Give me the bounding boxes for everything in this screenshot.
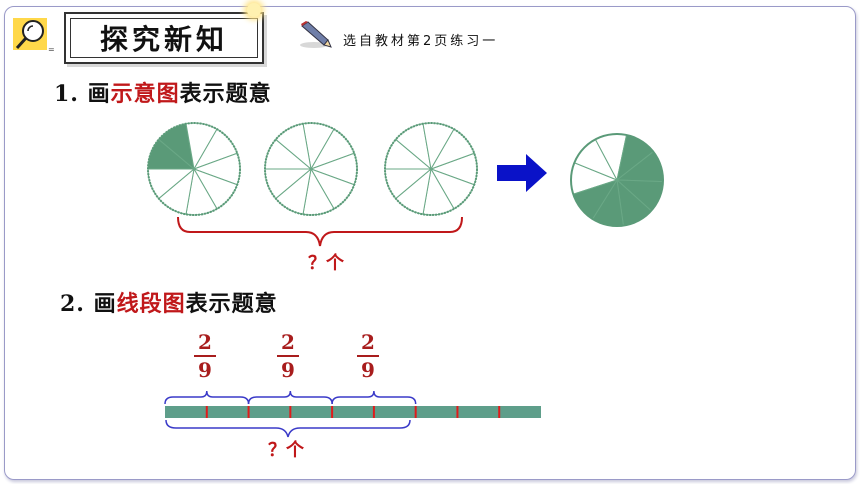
right-arrow-icon <box>497 154 547 192</box>
fraction-label: 2 9 <box>192 330 218 382</box>
pie-diagram <box>147 122 241 216</box>
section-title-box: 探究新知 <box>64 12 264 64</box>
heading-rest: 表示题意 <box>185 291 278 317</box>
circles-brace <box>177 216 463 247</box>
group-top-brace <box>331 390 417 405</box>
circles-question-label: ？个 <box>308 253 344 274</box>
bar-bottom-brace <box>165 419 411 438</box>
pie-outline <box>264 122 358 216</box>
heading-number: 1. <box>54 81 79 107</box>
fraction-denominator: 9 <box>198 358 212 382</box>
section-title: 探究新知 <box>70 18 258 58</box>
heading-highlight: 示意图 <box>110 81 180 107</box>
pie-outline <box>147 122 241 216</box>
pie-outline <box>384 122 478 216</box>
fraction-denominator: 9 <box>361 358 375 382</box>
magnifier-logo-icon: = <box>13 18 55 54</box>
heading-rest: 表示题意 <box>179 81 272 107</box>
bar-question-label: ？个 <box>268 440 304 461</box>
source-subtitle: 选自教材第2页练习一 <box>343 34 499 49</box>
result-pie-diagram <box>570 133 664 227</box>
fraction-label: 2 9 <box>355 330 381 382</box>
pie-outline <box>570 133 664 227</box>
heading-highlight: 线段图 <box>116 291 186 317</box>
heading-line-segment: 2. 画线段图表示题意 <box>60 286 278 318</box>
heading-diagram: 1. 画示意图表示题意 <box>54 76 272 108</box>
heading-verb: 画 <box>87 81 111 107</box>
svg-text:=: = <box>48 45 55 54</box>
fraction-denominator: 9 <box>281 358 295 382</box>
pie-diagram <box>384 122 478 216</box>
heading-verb: 画 <box>93 291 117 317</box>
slide-frame <box>4 6 856 480</box>
pen-icon <box>300 21 332 48</box>
line-segment-bar <box>165 406 541 418</box>
fraction-numerator: 2 <box>281 330 295 354</box>
fraction-numerator: 2 <box>361 330 375 354</box>
sun-decoration-icon <box>247 3 261 17</box>
fraction-numerator: 2 <box>198 330 212 354</box>
heading-number: 2. <box>60 291 85 317</box>
group-top-brace <box>247 390 333 405</box>
fraction-label: 2 9 <box>275 330 301 382</box>
pie-diagram <box>264 122 358 216</box>
group-top-brace <box>164 390 250 405</box>
